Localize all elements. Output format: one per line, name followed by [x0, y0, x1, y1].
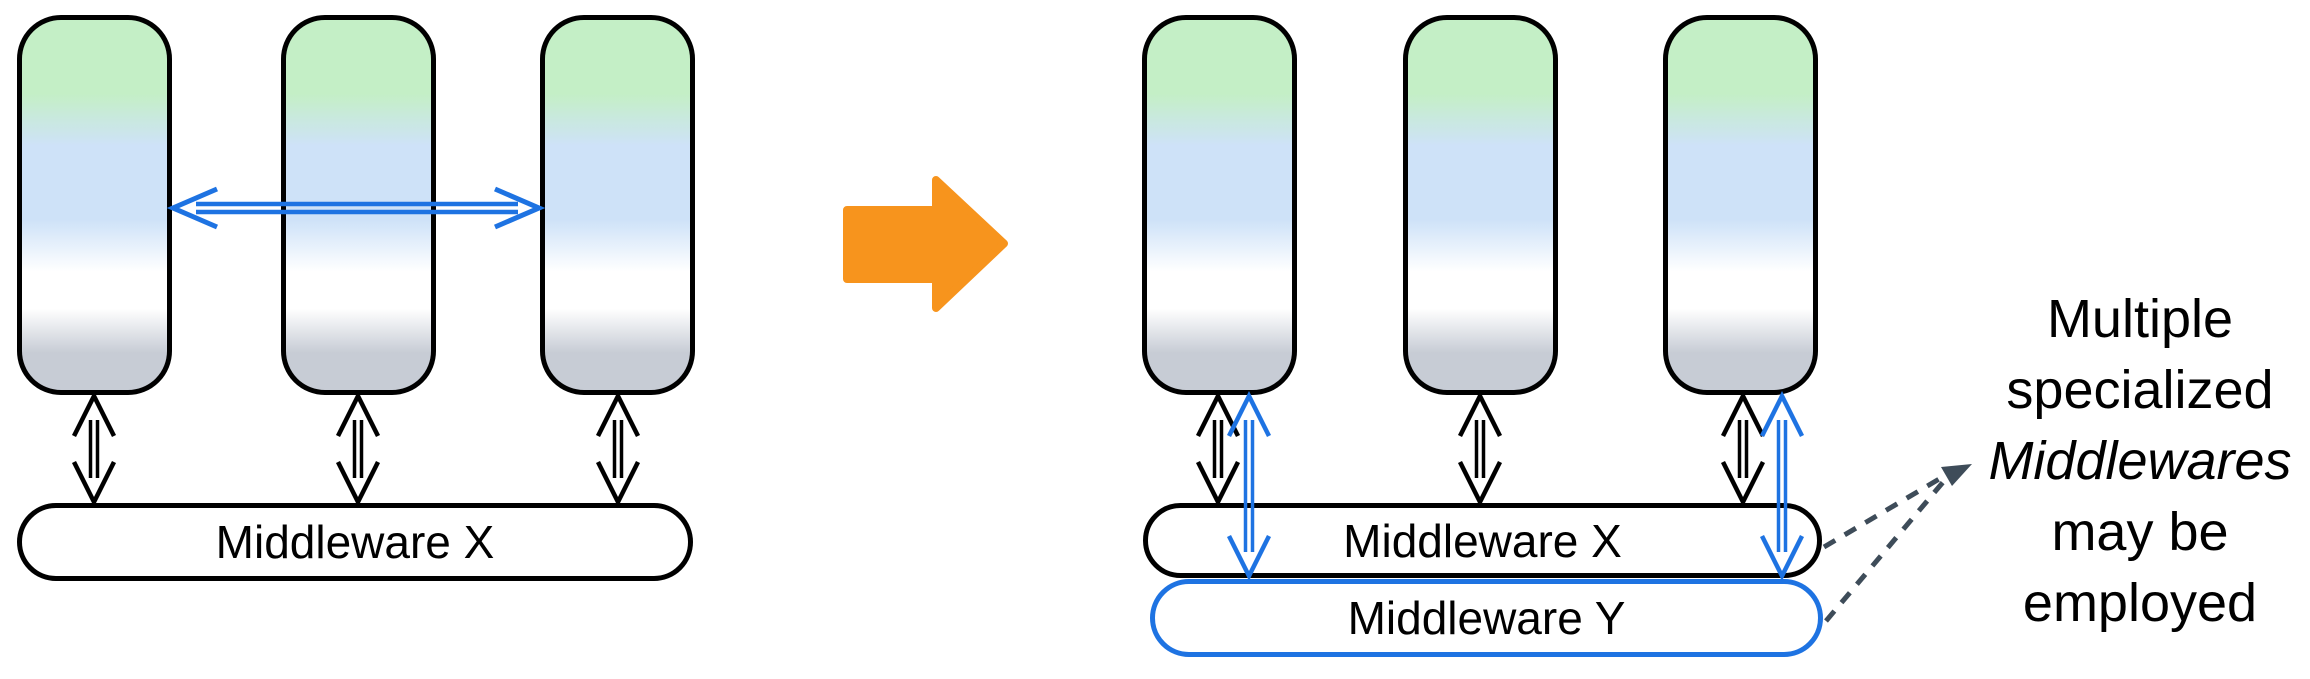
component-pill-left-1	[17, 15, 172, 395]
annotation-text: Multiple specialized Middlewares may be …	[1925, 284, 2310, 639]
annotation-line: specialized	[2006, 360, 2274, 420]
annotation-line-italic: Middlewares	[1988, 431, 2292, 491]
component-pill-right-3	[1663, 15, 1818, 395]
middleware-link-arrow-icon	[335, 390, 381, 508]
annotation-line: may be	[2051, 502, 2229, 562]
component-pill-right-1	[1142, 15, 1297, 395]
annotation-line: employed	[2022, 573, 2258, 633]
transform-arrow-icon	[843, 176, 1008, 312]
middleware-link-arrow-icon	[595, 390, 641, 508]
middleware-link-arrow-icon	[1195, 390, 1241, 508]
middleware-y-pill: Middleware Y	[1150, 579, 1823, 657]
middleware-x-pill-left: Middleware X	[17, 503, 693, 581]
component-pill-left-2	[281, 15, 436, 395]
middleware-link-arrow-icon	[1457, 390, 1503, 508]
middleware-link-arrow-icon	[71, 390, 117, 508]
middleware-x-pill-right: Middleware X	[1143, 503, 1822, 578]
middleware-link-arrow-icon	[1720, 390, 1766, 508]
middleware-x-label-right: Middleware X	[1343, 514, 1622, 567]
annotation-line: Multiple	[2046, 289, 2234, 349]
middleware-x-label-left: Middleware X	[215, 516, 495, 568]
component-pill-right-2	[1403, 15, 1558, 395]
component-pill-left-3	[540, 15, 695, 395]
middleware-y-label: Middleware Y	[1347, 592, 1626, 644]
